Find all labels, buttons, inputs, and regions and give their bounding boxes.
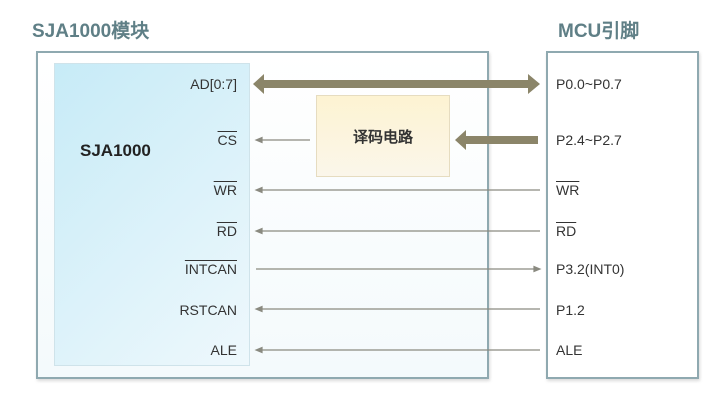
arrow-head-icon	[533, 265, 542, 273]
pin-left-ale: ALE	[210, 342, 237, 358]
pin-left-rstcan: RSTCAN	[179, 302, 237, 318]
arrow-head-icon	[254, 186, 263, 194]
data-bus-arrow	[253, 74, 540, 94]
module-title: SJA1000模块	[32, 21, 150, 42]
pin-right-wr: WR	[556, 182, 580, 198]
arrow-head-icon	[254, 227, 263, 235]
pin-right-p0: P0.0~P0.7	[556, 76, 622, 92]
sja1000-chip	[54, 63, 250, 366]
arrow-head-icon	[254, 305, 263, 313]
pin-left-wr: WR	[213, 182, 237, 198]
arrow-head-icon	[254, 346, 263, 354]
pin-right-p12: P1.2	[556, 302, 585, 318]
pin-right-rd: RD	[556, 223, 577, 239]
pin-right-int0: P3.2(INT0)	[556, 261, 625, 277]
pin-right-ale: ALE	[556, 342, 583, 358]
pin-left-cs: CS	[217, 132, 237, 148]
decoder-circuit: 译码电路	[316, 95, 450, 177]
pin-left-intcan: INTCAN	[184, 261, 237, 277]
address-bus-arrow	[455, 130, 538, 150]
decoder-label: 译码电路	[352, 128, 413, 146]
mcu-title: MCU引脚	[558, 21, 640, 42]
pin-right-p2: P2.4~P2.7	[556, 132, 622, 148]
arrow-head-icon	[254, 136, 263, 144]
pin-left-ad: AD[0:7]	[190, 76, 237, 92]
pin-left-rd: RD	[216, 223, 237, 239]
chip-name: SJA1000	[80, 141, 151, 160]
mcu-box	[546, 51, 699, 379]
